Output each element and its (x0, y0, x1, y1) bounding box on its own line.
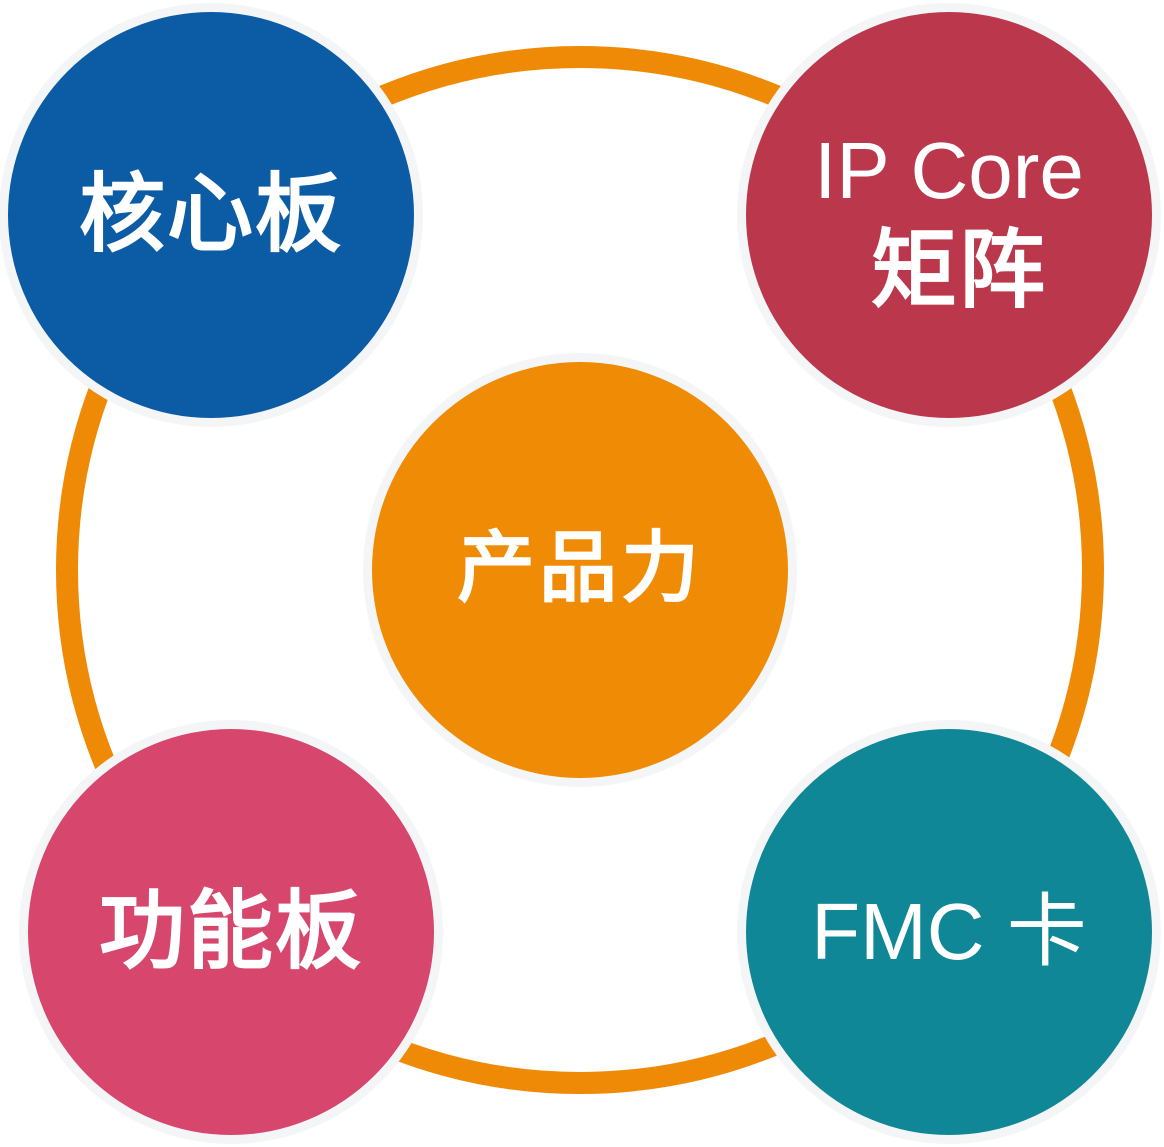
node-fmc-card-disc[interactable] (746, 729, 1152, 1135)
node-function-board[interactable]: 功能板 (19, 720, 443, 1144)
node-core-board[interactable]: 核心板 (0, 3, 423, 427)
connector-arc-bottom (375, 1032, 785, 1095)
node-fmc-card[interactable]: FMC 卡 (737, 720, 1161, 1144)
node-fmc-card-label: FMC 卡 (811, 887, 1087, 976)
connector-arc-right (1042, 365, 1105, 775)
connector-arc-top (375, 45, 785, 108)
node-function-board-disc[interactable] (28, 729, 434, 1135)
node-core-board-label: 核心板 (79, 167, 343, 263)
connector-ring (55, 45, 1105, 1095)
center-node-disc[interactable] (372, 362, 788, 778)
connector-arc-left (55, 365, 118, 775)
center-node-label: 产品力 (457, 524, 703, 612)
node-ip-core-matrix[interactable]: IP Core 矩阵 (737, 3, 1161, 427)
node-ip-core-matrix-disc[interactable] (746, 12, 1152, 418)
node-core-board-disc[interactable] (8, 12, 414, 418)
node-function-board-label: 功能板 (99, 884, 363, 980)
node-ip-core-matrix-label-line2: 矩阵 (871, 223, 1047, 319)
center-node[interactable]: 产品力 (363, 353, 797, 787)
node-ip-core-matrix-label-line1: IP Core (814, 126, 1084, 215)
